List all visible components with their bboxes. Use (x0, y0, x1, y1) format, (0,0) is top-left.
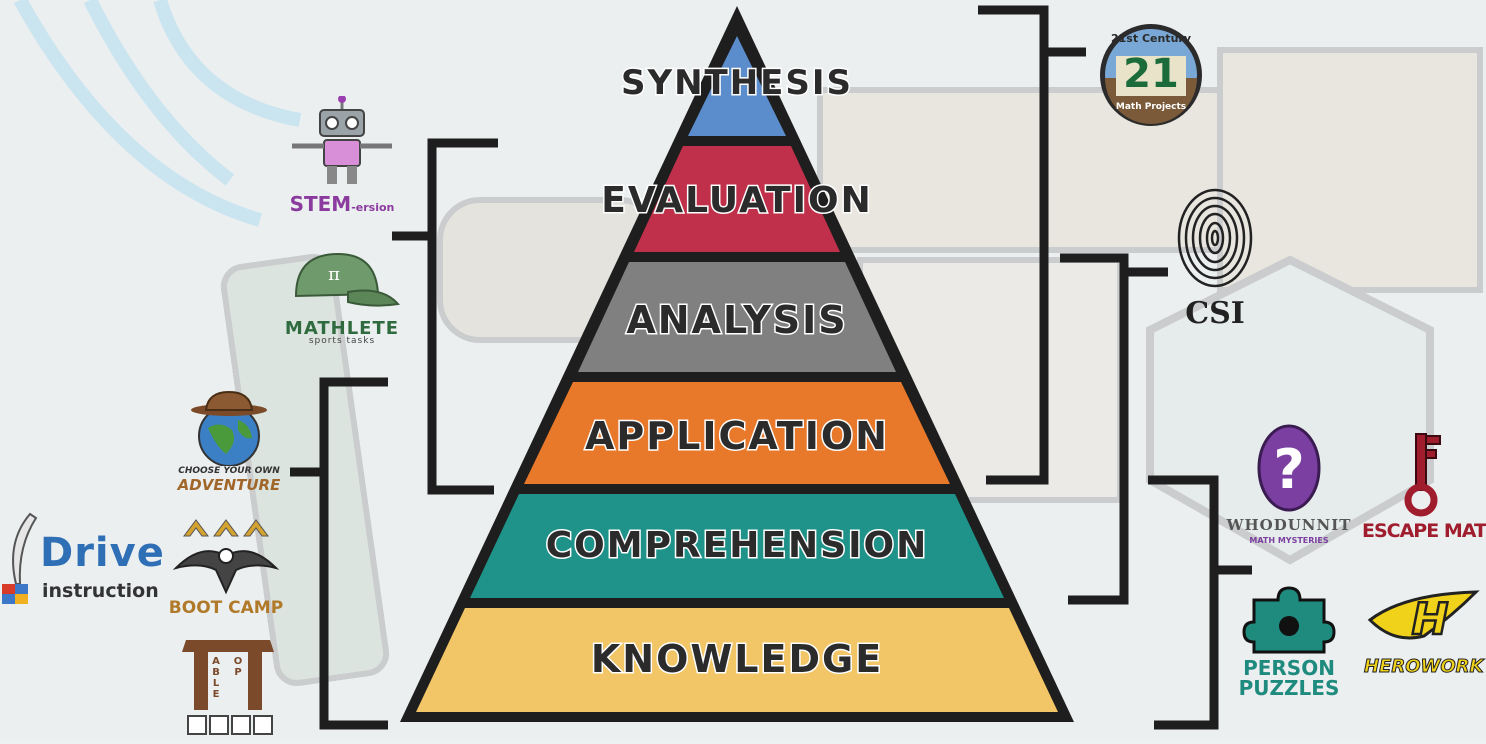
table-icon (182, 640, 274, 735)
drive-word: Drive (40, 530, 165, 576)
globe-hat-icon (191, 390, 267, 467)
tier-synthesis (688, 36, 786, 136)
boot-camp-label: BOOT CAMP (168, 598, 284, 618)
hero-letter: H (1412, 594, 1449, 645)
drive-instruction-logo: Drive instruction (0, 512, 164, 608)
quill-icon (2, 512, 38, 604)
csi-label: CSI (1185, 296, 1245, 331)
century-top: 21st Century (1111, 32, 1191, 45)
mathlete-subtitle: sports tasks (308, 336, 376, 346)
stem-title: STEM (289, 192, 352, 216)
escape-math-label: ESCAPE MATH (1362, 520, 1486, 542)
whodunnit-title: WHODUNNIT (1226, 516, 1352, 534)
whodunnit-logo: ? WHODUNNIT MATH MYSTERIES (1224, 424, 1354, 552)
century-badge-icon (1100, 24, 1202, 126)
cap-icon: π (294, 252, 400, 307)
puzzle-piece-icon (1242, 586, 1336, 654)
choose-line2: ADVENTURE (177, 476, 281, 494)
tier-label-evaluation: EVALUATION (601, 180, 872, 221)
svg-text:?: ? (1273, 438, 1304, 501)
mathlete-logo: π MATHLETE sports tasks (282, 246, 402, 356)
tier-analysis (578, 262, 896, 372)
bracket-right-bottom (1148, 475, 1252, 730)
svg-text:π: π (328, 264, 340, 285)
bracket-left-upper (392, 138, 498, 495)
tier-application (524, 382, 950, 484)
person-puzzles-line2: PUZZLES (1238, 676, 1340, 700)
eagle-chevrons-icon (172, 519, 280, 595)
fingerprint-icon (1177, 188, 1253, 288)
person-puzzles-line1: PERSON (1243, 656, 1335, 680)
table-top-logo: ABLE OP (180, 636, 276, 740)
bracket-right-mid (1060, 253, 1168, 605)
herowork-logo: H HEROWORK (1364, 586, 1485, 686)
21st-century-math-projects-logo: 21st Century 21 Math Projects (1098, 22, 1204, 128)
whodunnit-subtitle: MATH MYSTERIES (1249, 536, 1329, 545)
csi-logo: CSI (1170, 186, 1260, 336)
century-number: 21 (1123, 51, 1179, 97)
question-mark-icon: ? (1257, 424, 1321, 512)
tier-knowledge (416, 608, 1058, 712)
robot-icon (292, 95, 392, 184)
tier-label-synthesis: SYNTHESIS (621, 63, 853, 103)
choose-your-own-adventure-logo: CHOOSE YOUR OWN ADVENTURE (172, 390, 286, 502)
stem-ersion-label: STEM-ersion (272, 192, 412, 216)
tier-label-comprehension: COMPREHENSION (546, 525, 928, 566)
key-icon (1404, 433, 1441, 517)
hero-h-icon: H (1367, 590, 1480, 646)
boot-camp-logo: BOOT CAMP (166, 512, 286, 624)
person-puzzles-logo: PERSON PUZZLES (1234, 586, 1344, 706)
tier-evaluation (634, 146, 840, 252)
stem-suffix: -ersion (351, 201, 395, 214)
tier-label-application: APPLICATION (585, 414, 889, 458)
escape-math-logo: ESCAPE MATH (1362, 428, 1486, 552)
tier-comprehension (470, 494, 1004, 598)
mathlete-title: MATHLETE (284, 318, 400, 339)
table-top-vertical: ABLE (212, 656, 220, 700)
choose-your-own-adventure-label: CHOOSE YOUR OWN ADVENTURE (172, 466, 286, 494)
tier-label-knowledge: KNOWLEDGE (591, 637, 883, 681)
century-bottom: Math Projects (1115, 102, 1187, 112)
bracket-left-lower (290, 377, 388, 730)
bracket-right-top (978, 5, 1086, 485)
drive-sub: instruction (42, 580, 159, 602)
mathlete-label: MATHLETE sports tasks (282, 318, 402, 346)
stem-ersion-logo: STEM-ersion (272, 95, 412, 220)
choose-line1: CHOOSE YOUR OWN (178, 466, 280, 476)
herowork-label: HEROWORK (1364, 656, 1485, 678)
tier-label-analysis: ANALYSIS (626, 298, 847, 342)
table-top-horizontal: OP (233, 656, 243, 678)
